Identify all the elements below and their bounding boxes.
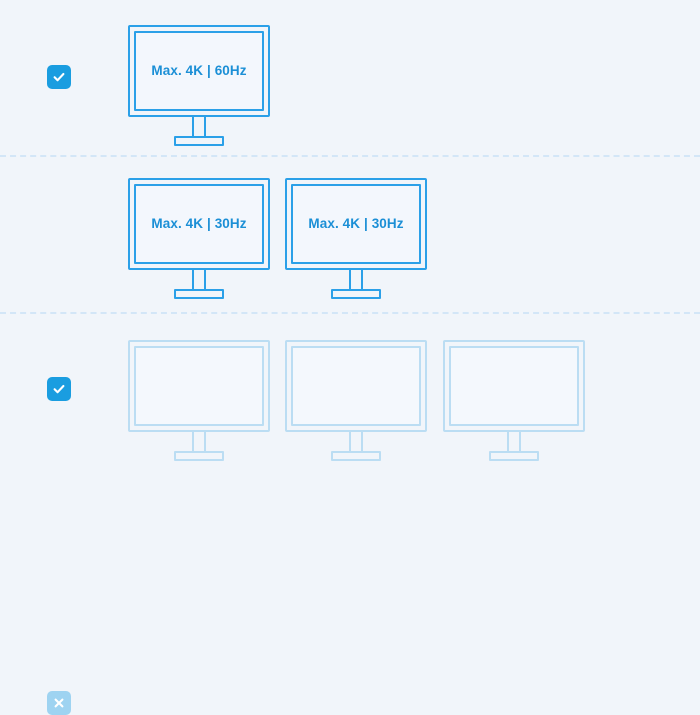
monitor-stand-base — [489, 451, 539, 461]
monitor-stand-neck — [349, 432, 363, 452]
monitor-bezel — [128, 178, 270, 270]
monitor-screen: Max. 4K | 60Hz — [134, 31, 264, 111]
support-row-two-displays: Max. 4K | 30Hz Max. 4K | 30Hz — [0, 155, 700, 401]
status-badge-supported-2[interactable] — [47, 377, 71, 401]
check-icon — [53, 384, 65, 394]
monitor-bezel — [128, 25, 270, 117]
monitor-bezel — [285, 340, 427, 432]
monitor-stand-neck — [192, 117, 206, 137]
monitor-resolution-label: Max. 4K | 60Hz — [151, 63, 247, 79]
row-divider-2 — [0, 312, 700, 314]
monitor-resolution-label: Max. 4K | 30Hz — [151, 216, 247, 232]
support-row-one-display: Max. 4K | 60Hz — [0, 0, 700, 155]
monitor-screen — [449, 346, 579, 426]
status-badge-unsupported-3[interactable] — [47, 691, 71, 715]
monitor-screen — [291, 346, 421, 426]
monitor-stand-base — [331, 451, 381, 461]
close-icon — [54, 698, 64, 708]
monitor-stand-neck — [507, 432, 521, 452]
monitor-stand-base — [331, 289, 381, 299]
monitor-bezel — [443, 340, 585, 432]
monitor-stand-neck — [349, 270, 363, 290]
monitor-stand-base — [174, 136, 224, 146]
monitor-resolution-label: Max. 4K | 30Hz — [308, 216, 404, 232]
support-row-three-displays — [0, 312, 700, 715]
monitor-screen — [134, 346, 264, 426]
monitor-bezel — [128, 340, 270, 432]
monitor-screen: Max. 4K | 30Hz — [134, 184, 264, 264]
monitor-stand-base — [174, 289, 224, 299]
row-divider-1 — [0, 155, 700, 157]
monitor-bezel — [285, 178, 427, 270]
monitor-stand-neck — [192, 270, 206, 290]
check-icon — [53, 72, 65, 82]
status-badge-supported-1[interactable] — [47, 65, 71, 89]
monitor-stand-base — [174, 451, 224, 461]
monitor-screen: Max. 4K | 30Hz — [291, 184, 421, 264]
monitor-stand-neck — [192, 432, 206, 452]
